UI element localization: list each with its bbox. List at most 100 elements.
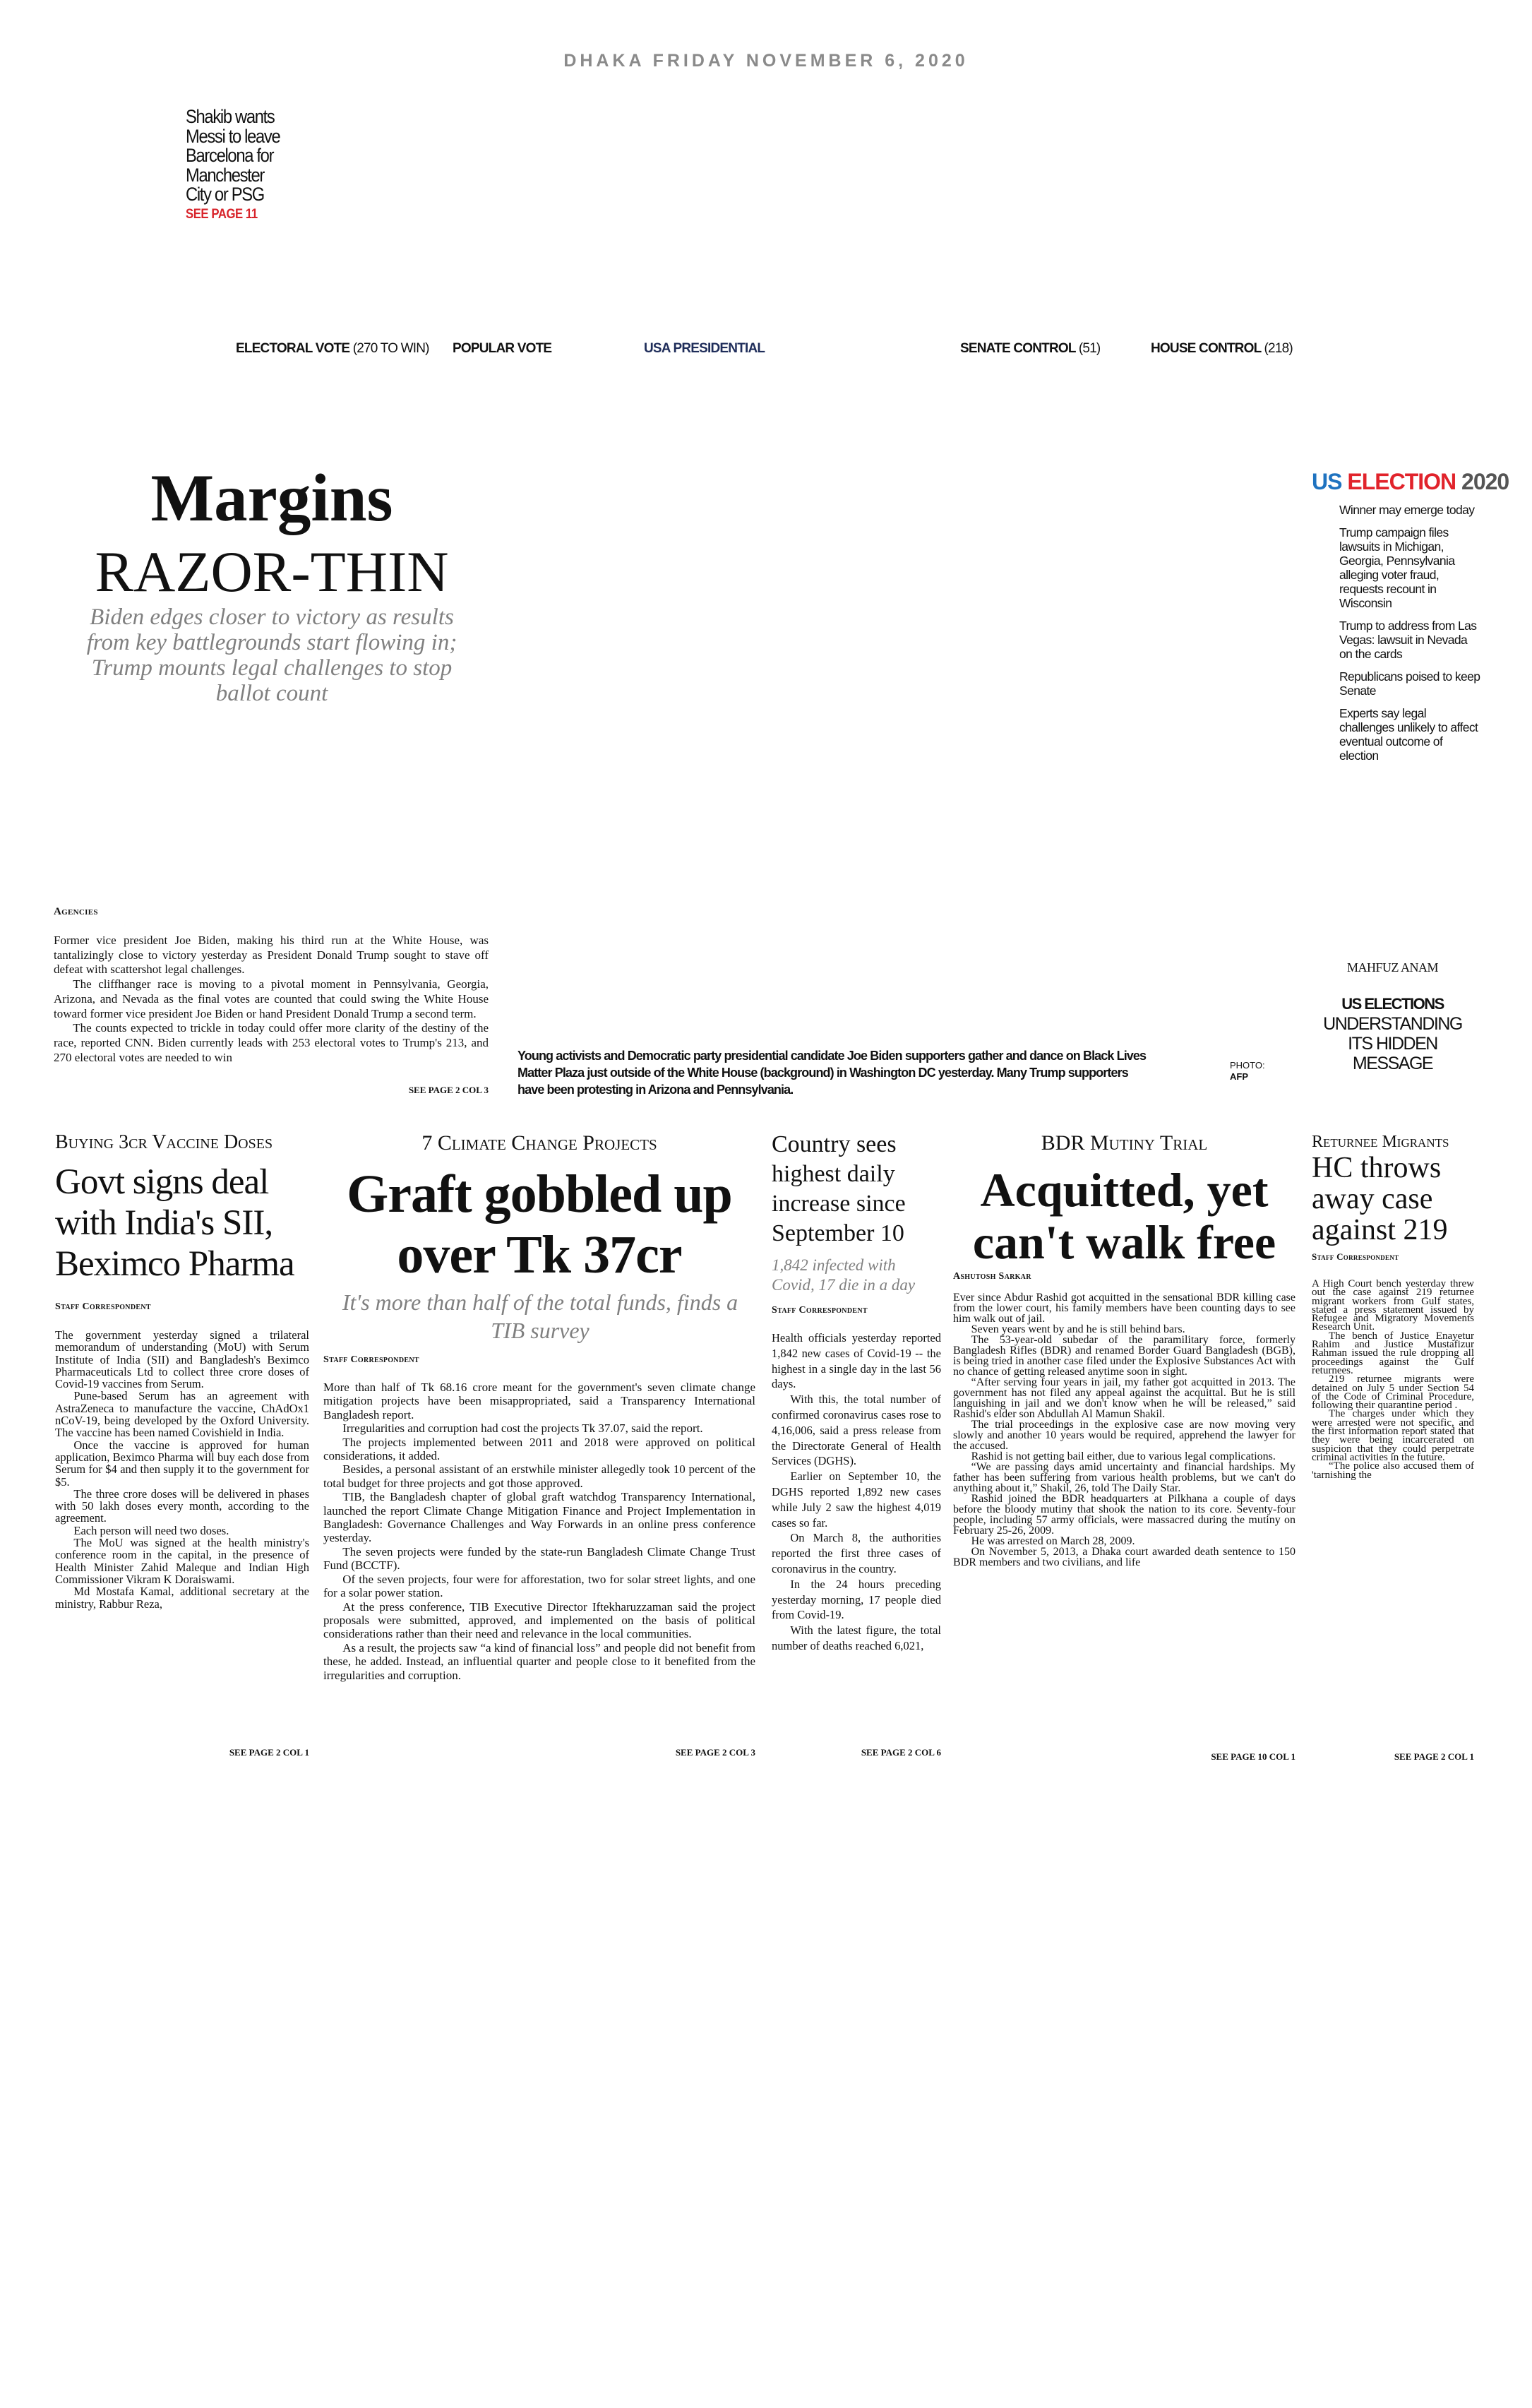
story-byline: Staff Correspondent — [1312, 1251, 1399, 1262]
paragraph: The three crore doses will be delivered … — [55, 1486, 309, 1525]
title-us: US — [1312, 469, 1342, 494]
story-kicker: Returnee Migrants — [1312, 1133, 1449, 1151]
story-headline[interactable]: Acquitted, yet can't walk free — [972, 1163, 1276, 1269]
house-control-label: HOUSE CONTROL (218) — [1151, 341, 1293, 357]
opinion-teaser[interactable]: US ELECTIONS UNDERSTANDING ITS HIDDEN ME… — [1320, 994, 1465, 1073]
paragraph: The projects implemented between 2011 an… — [323, 1435, 755, 1463]
story-kicker: 7 Climate Change Projects — [421, 1131, 657, 1155]
popular-vote-label: POPULAR VOTE — [453, 341, 552, 356]
paragraph: Ever since Abdur Rashid got acquitted in… — [953, 1292, 1295, 1325]
opinion-title-line: ITS HIDDEN — [1348, 1034, 1438, 1054]
paragraph: Of the seven projects, four were for aff… — [323, 1572, 755, 1600]
story-continued[interactable]: SEE PAGE 2 COL 6 — [861, 1747, 941, 1758]
paragraph: The government yesterday signed a trilat… — [55, 1328, 309, 1391]
paragraph: The bench of Justice Enayetur Rahim and … — [1312, 1330, 1474, 1376]
paragraph: With this, the total number of confirmed… — [772, 1393, 941, 1468]
story-kicker: Buying 3cr Vaccine Doses — [55, 1131, 273, 1153]
story-byline: Ashutosh Sarkar — [953, 1271, 1031, 1282]
story-headline[interactable]: HC throws away case against 219 — [1312, 1152, 1448, 1246]
paragraph: He was arrested on March 28, 2009. — [971, 1535, 1135, 1547]
label: HOUSE CONTROL — [1151, 341, 1262, 356]
story-body: Ever since Abdur Rashid got acquitted in… — [953, 1292, 1295, 1568]
electoral-vote-label: ELECTORAL VOTE (270 TO WIN) — [236, 341, 429, 357]
label: ELECTORAL VOTE — [236, 341, 350, 356]
highlight-item: Trump campaign files lawsuits in Michiga… — [1339, 525, 1455, 610]
paragraph: On November 5, 2013, a Dhaka court award… — [953, 1546, 1295, 1568]
paragraph: Irregularities and corruption had cost t… — [342, 1421, 703, 1436]
paragraph: Once the vaccine is approved for human a… — [55, 1438, 309, 1489]
lead-body: Former vice president Joe Biden, making … — [54, 934, 489, 1065]
teaser-line: City or PSG — [186, 184, 265, 205]
paragraph: Seven years went by and he is still behi… — [971, 1323, 1185, 1335]
paragraph: Pune-based Serum has an agreement with A… — [55, 1389, 309, 1440]
teaser-line: Messi to leave — [186, 125, 281, 147]
highlight-item: Trump to address from Las Vegas: lawsuit… — [1339, 619, 1477, 661]
story-subhead: It's more than half of the total funds, … — [342, 1289, 738, 1343]
lead-byline: Agencies — [54, 906, 98, 917]
paragraph: 219 returnee migrants were detained on J… — [1312, 1373, 1474, 1412]
paragraph: Former vice president Joe Biden, making … — [54, 934, 489, 977]
paragraph: Rashid joined the BDR headquarters at Pi… — [953, 1493, 1295, 1537]
teaser-line: Barcelona for — [186, 145, 274, 166]
paragraph: Rashid is not getting bail either, due t… — [971, 1450, 1276, 1462]
paragraph: The trial proceedings in the explosive c… — [953, 1419, 1295, 1452]
senate-control-label: SENATE CONTROL (51) — [960, 341, 1101, 357]
lead-subhead: Biden edges closer to victory as results… — [86, 604, 457, 706]
opinion-author: MAHFUZ ANAM — [1346, 960, 1439, 974]
story-body: A High Court bench yesterday threw out t… — [1312, 1278, 1474, 1481]
story-continued[interactable]: SEE PAGE 2 COL 1 — [229, 1747, 309, 1758]
paragraph: The cliffhanger race is moving to a pivo… — [54, 977, 489, 1020]
opinion-kicker: US ELECTIONS — [1341, 995, 1444, 1013]
usa-presidential-label: USA PRESIDENTIAL — [644, 341, 765, 356]
label: SENATE CONTROL — [960, 341, 1076, 356]
teaser-line: Manchester — [186, 164, 265, 186]
paragraph: Earlier on September 10, the DGHS report… — [772, 1470, 941, 1530]
story-byline: Staff Correspondent — [772, 1305, 868, 1316]
paragraph: “We are passing days amid uncertainty an… — [953, 1461, 1295, 1494]
paragraph: At the press conference, TIB Executive D… — [323, 1599, 755, 1641]
paragraph: “The police also accused them of 'tarnis… — [1312, 1460, 1474, 1481]
paragraph: Health officials yesterday reported 1,84… — [772, 1331, 941, 1391]
sub-label: (51) — [1078, 341, 1101, 356]
highlight-item: Winner may emerge today — [1339, 503, 1475, 517]
lead-headline-line-1: Margins — [150, 460, 393, 535]
highlight-item: Republicans poised to keep Senate — [1339, 669, 1480, 698]
paragraph: The seven projects were funded by the st… — [323, 1544, 755, 1573]
paragraph: Each person will need two doses. — [73, 1523, 229, 1537]
lead-headline-line-2: RAZOR-THIN — [95, 540, 449, 604]
story-subhead: 1,842 infected with Covid, 17 die in a d… — [772, 1256, 916, 1294]
story-continued[interactable]: SEE PAGE 10 COL 1 — [1211, 1751, 1295, 1762]
story-body: Health officials yesterday reported 1,84… — [772, 1330, 941, 1654]
paragraph: In the 24 hours preceding yesterday morn… — [772, 1577, 941, 1622]
opinion-title-line: MESSAGE — [1352, 1054, 1434, 1073]
paragraph: As a result, the projects saw “a kind of… — [323, 1640, 755, 1682]
paragraph: TIB, the Bangladesh chapter of global gr… — [323, 1490, 755, 1545]
photo-caption: Young activists and Democratic party pre… — [517, 1049, 1147, 1097]
sub-label: (218) — [1264, 341, 1293, 356]
story-body: The government yesterday signed a trilat… — [55, 1329, 309, 1610]
opinion-title-line: UNDERSTANDING — [1323, 1014, 1463, 1034]
paragraph: Besides, a personal assistant of an erst… — [323, 1462, 755, 1490]
paragraph: With the latest figure, the total number… — [772, 1623, 941, 1652]
story-headline[interactable]: Country sees highest daily increase sinc… — [772, 1131, 906, 1246]
paragraph: Md Mostafa Kamal, additional secretary a… — [55, 1585, 309, 1611]
photo-credit: PHOTO:AFP — [1230, 1060, 1265, 1083]
story-byline: Staff Correspondent — [323, 1354, 419, 1365]
photo-agency: AFP — [1230, 1071, 1248, 1082]
story-continued[interactable]: SEE PAGE 2 COL 3 — [675, 1747, 755, 1758]
sub-label: (270 TO WIN) — [352, 341, 430, 356]
story-headline[interactable]: Graft gobbled up over Tk 37cr — [347, 1164, 733, 1285]
paragraph: A High Court bench yesterday threw out t… — [1312, 1278, 1474, 1333]
paragraph: The MoU was signed at the health ministr… — [55, 1536, 309, 1586]
election-highlights: Winner may emerge today Trump campaign f… — [1339, 503, 1480, 771]
story-continued[interactable]: SEE PAGE 2 COL 1 — [1394, 1751, 1474, 1762]
teaser-line: Shakib wants — [186, 106, 275, 127]
sports-teaser[interactable]: Shakib wants Messi to leave Barcelona fo… — [186, 107, 297, 224]
paragraph: The 53-year-old subedar of the paramilit… — [953, 1334, 1295, 1378]
lead-continued[interactable]: SEE PAGE 2 COL 3 — [408, 1085, 489, 1095]
paragraph: The charges under which they were arrest… — [1312, 1408, 1474, 1463]
paragraph: “After serving four years in jail, my fa… — [953, 1376, 1295, 1420]
teaser-page-link[interactable]: SEE PAGE 11 — [186, 206, 258, 222]
story-headline[interactable]: Govt signs deal with India's SII, Beximc… — [55, 1162, 295, 1284]
dateline: DHAKA FRIDAY NOVEMBER 6, 2020 — [563, 51, 969, 71]
